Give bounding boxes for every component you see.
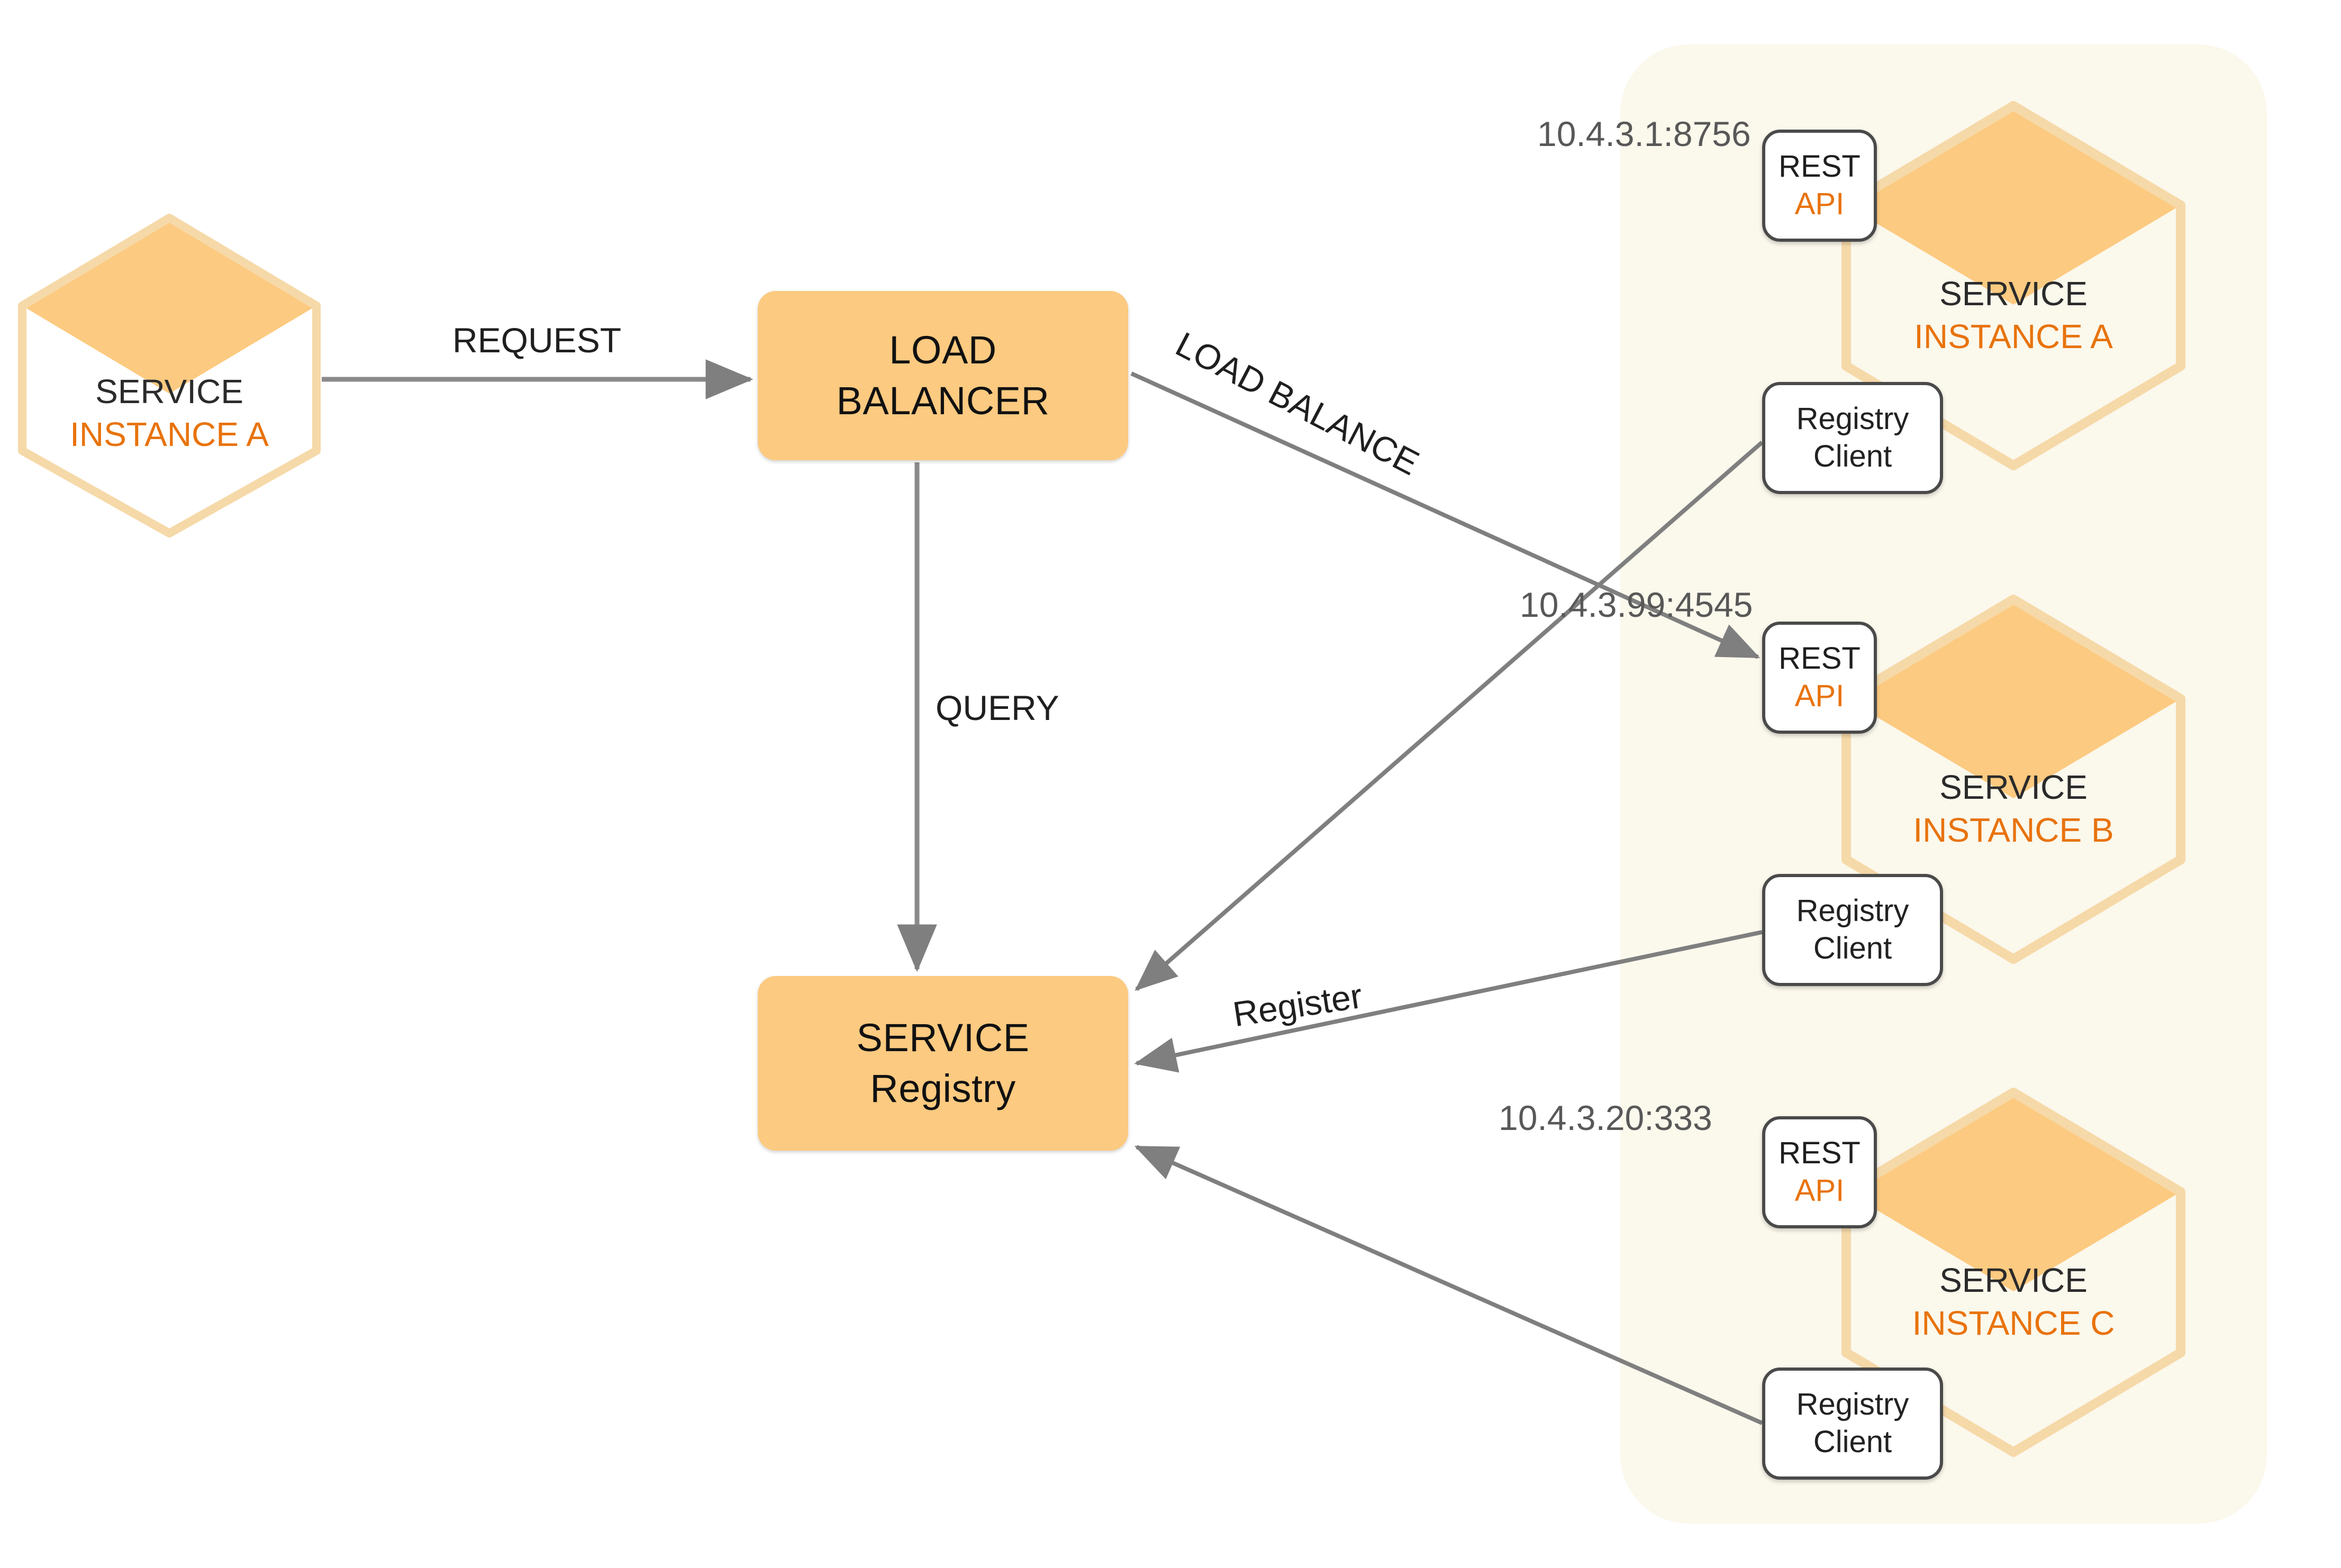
service-registry-node[interactable]: SERVICE Registry	[758, 976, 1128, 1151]
instance-b-registry-client-box[interactable]: Registry Client	[1762, 874, 1943, 986]
instance-c-registry-client-box[interactable]: Registry Client	[1762, 1368, 1943, 1480]
instance-c-rest-line1: REST	[1779, 1136, 1861, 1171]
hexagon-top-fill	[1846, 1092, 2181, 1291]
instance-b-rest-line2: API	[1794, 679, 1845, 713]
edge-register-c	[1134, 1145, 1763, 1425]
instance-a-registry-client-box[interactable]: Registry Client	[1762, 382, 1943, 494]
edge-register-a	[1135, 440, 1764, 991]
ip-label-instance-b: 10.4.3.99:4545	[1520, 585, 1753, 624]
instance-c-rc-line2: Client	[1813, 1425, 1892, 1459]
load-balancer-line1: LOAD	[889, 327, 997, 372]
hexagon-top-fill	[1846, 106, 2181, 305]
instance-a-rest-line1: REST	[1779, 149, 1861, 184]
hexagon-outline	[18, 214, 321, 537]
instance-a-rest-api-box[interactable]: REST API	[1762, 130, 1877, 242]
instance-a-rc-line1: Registry	[1796, 402, 1909, 436]
ip-label-instance-a: 10.4.3.1:8756	[1537, 114, 1751, 153]
ip-label-instance-c: 10.4.3.20:333	[1499, 1098, 1712, 1137]
load-balancer-line2: BALANCER	[836, 379, 1050, 423]
instance-b-rc-line1: Registry	[1796, 894, 1909, 928]
instance-b-rc-line2: Client	[1813, 931, 1892, 965]
client-service-instance-a: SERVICE INSTANCE A	[16, 212, 323, 540]
edge-label-request: REQUEST	[452, 321, 622, 360]
hexagon-top-fill	[1846, 599, 2181, 798]
instance-a-rest-line2: API	[1794, 187, 1845, 221]
hexagon-top-fill	[22, 218, 316, 394]
instance-b-rest-line1: REST	[1779, 641, 1861, 676]
edge-label-query: QUERY	[936, 688, 1059, 727]
instance-a-rc-line2: Client	[1813, 439, 1892, 473]
edge-register-b	[1134, 930, 1763, 1073]
instance-b-rest-api-box[interactable]: REST API	[1762, 622, 1877, 734]
instance-c-rc-line1: Registry	[1796, 1387, 1909, 1422]
instance-c-rest-api-box[interactable]: REST API	[1762, 1116, 1877, 1228]
load-balancer-node[interactable]: LOAD BALANCER	[758, 291, 1128, 460]
service-registry-line1: SERVICE	[856, 1015, 1030, 1060]
edge-load-balance	[1130, 371, 1761, 659]
instance-c-rest-line2: API	[1794, 1173, 1845, 1208]
service-registry-line2: Registry	[870, 1066, 1016, 1110]
